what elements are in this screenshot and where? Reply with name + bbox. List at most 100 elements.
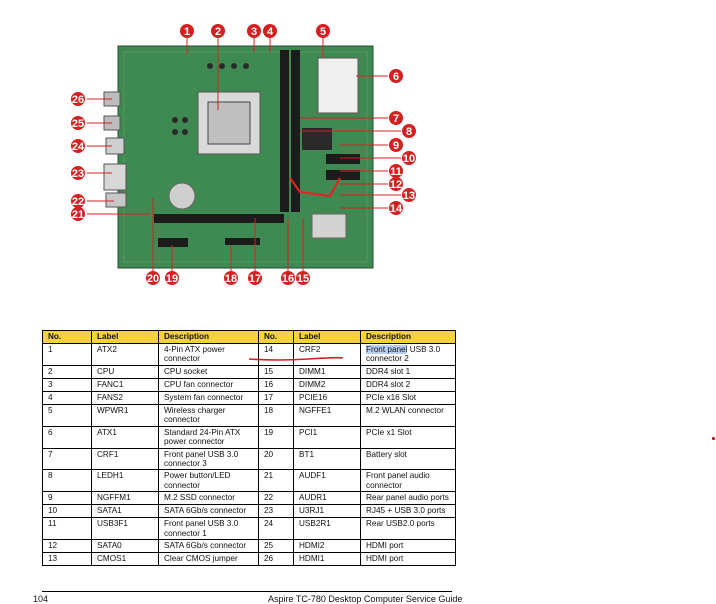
cell-no: 13 (42, 552, 92, 567)
callout-5: 5 (316, 24, 330, 38)
callout-7: 7 (389, 111, 403, 125)
cell-description: RJ45 + USB 3.0 ports (360, 504, 456, 519)
cell-no: 8 (42, 469, 92, 493)
cell-description: DDR4 slot 1 (360, 364, 456, 379)
cell-label: CRF1 (91, 447, 159, 471)
cell-no: 19 (258, 425, 294, 449)
cell-no: 16 (258, 377, 294, 392)
cell-no: 6 (42, 425, 92, 449)
cell-no: 21 (258, 469, 294, 493)
red-dot-mark (712, 437, 715, 440)
header-label: Label (293, 330, 361, 344)
cell-description: SATA 6Gb/s connector (158, 504, 259, 519)
callout-markers: 1 2 3 4 5 6 7 8 9 10 11 12 13 14 15 16 1… (71, 24, 416, 285)
cell-label: SATA1 (91, 504, 159, 519)
cell-label: PCIE16 (293, 390, 361, 405)
callout-4: 4 (263, 24, 277, 38)
cell-no: 5 (42, 403, 92, 427)
cell-description: CPU socket (158, 364, 259, 379)
callout-19: 19 (165, 271, 179, 285)
cell-label: NGFFE1 (293, 403, 361, 427)
header-description: Description (360, 330, 456, 344)
highlighted-text: Front panel (366, 345, 408, 354)
cell-description: Rear panel audio ports (360, 491, 456, 506)
cell-label: AUDR1 (293, 491, 361, 506)
callout-11: 11 (389, 164, 403, 178)
footer-divider (42, 591, 452, 592)
callout-9: 9 (389, 138, 403, 152)
svg-text:11: 11 (390, 166, 402, 178)
callout-13: 13 (402, 188, 416, 202)
cell-description: HDMI port (360, 552, 456, 567)
callout-17: 17 (248, 271, 262, 285)
svg-text:15: 15 (297, 273, 309, 285)
cell-description: M.2 SSD connector (158, 491, 259, 506)
header-label: Label (91, 330, 159, 344)
cell-description: Battery slot (360, 447, 456, 471)
svg-text:26: 26 (72, 94, 84, 106)
callout-12: 12 (389, 177, 403, 191)
svg-text:1: 1 (184, 26, 190, 38)
cell-description: Standard 24-Pin ATX power connector (158, 425, 259, 449)
cell-label: DIMM2 (293, 377, 361, 392)
callout-24: 24 (71, 139, 85, 153)
cell-label: CPU (91, 364, 159, 379)
svg-text:5: 5 (320, 26, 326, 38)
svg-text:12: 12 (390, 179, 402, 191)
cell-no: 7 (42, 447, 92, 471)
callout-1: 1 (180, 24, 194, 38)
cell-description: Rear USB2.0 ports (360, 517, 456, 541)
cell-no: 10 (42, 504, 92, 519)
cell-no: 9 (42, 491, 92, 506)
cell-description: System fan connector (158, 390, 259, 405)
cell-label: CMOS1 (91, 552, 159, 567)
cell-no: 1 (42, 343, 92, 366)
cell-label: FANC1 (91, 377, 159, 392)
motherboard-illustration: 1 2 3 4 5 6 7 8 9 10 11 12 13 14 15 16 1… (71, 24, 416, 285)
header-no: No. (258, 330, 294, 344)
callout-22: 22 (71, 194, 85, 208)
svg-text:25: 25 (72, 118, 84, 130)
callout-20: 20 (146, 271, 160, 285)
cell-label: LEDH1 (91, 469, 159, 493)
cell-no: 18 (258, 403, 294, 427)
svg-text:19: 19 (166, 273, 178, 285)
cell-no: 17 (258, 390, 294, 405)
callout-15: 15 (296, 271, 310, 285)
cell-no: 3 (42, 377, 92, 392)
svg-text:17: 17 (249, 273, 261, 285)
pcb-board (103, 45, 374, 269)
svg-text:7: 7 (393, 113, 399, 125)
svg-text:22: 22 (72, 196, 84, 208)
cell-no: 25 (258, 539, 294, 554)
callout-23: 23 (71, 166, 85, 180)
page-number: 104 (33, 594, 49, 604)
cell-description: 4-Pin ATX power connector (158, 343, 259, 366)
cell-text: USB 3.0 connector 2 (366, 345, 441, 364)
cell-label: AUDF1 (293, 469, 361, 493)
svg-text:24: 24 (72, 141, 85, 153)
cell-description: M.2 WLAN connector (360, 403, 456, 427)
svg-text:10: 10 (403, 153, 415, 165)
cell-no: 26 (258, 552, 294, 567)
cell-description: Wireless charger connector (158, 403, 259, 427)
svg-text:23: 23 (72, 168, 84, 180)
cell-description: Front panel USB 3.0 connector 1 (158, 517, 259, 541)
callout-6: 6 (389, 69, 403, 83)
red-underline-mark (248, 356, 344, 361)
svg-text:16: 16 (282, 273, 294, 285)
cell-label: HDMI2 (293, 539, 361, 554)
cell-description: PCIe x1 Slot (360, 425, 456, 449)
component-table: No. Label Description No. Label Descript… (42, 330, 456, 567)
cell-description: Front panel USB 3.0 connector 2 (360, 343, 456, 366)
cell-label: SATA0 (91, 539, 159, 554)
cell-label: USB2R1 (293, 517, 361, 541)
